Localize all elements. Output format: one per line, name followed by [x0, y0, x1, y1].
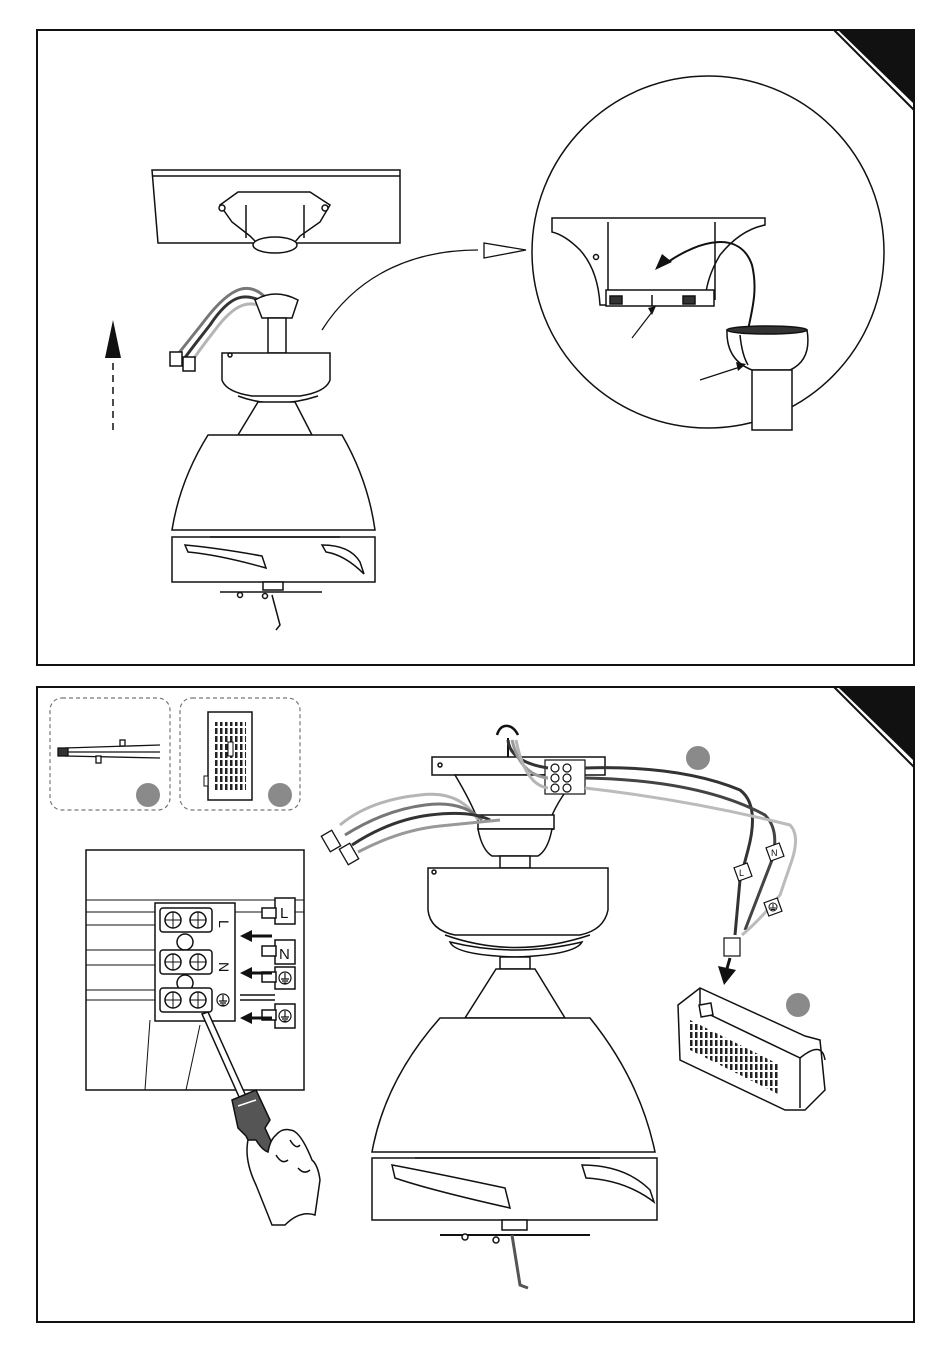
fan-body	[172, 402, 375, 630]
ceiling-mounting-plate	[152, 170, 400, 253]
fan-wiring-assembly: L N	[321, 726, 825, 1288]
step-panel-bottom: L N L N	[37, 687, 914, 1322]
callout-badge	[786, 993, 810, 1017]
step-panel-top	[37, 30, 914, 665]
callout-badge	[136, 783, 160, 807]
tag-n: N	[279, 946, 290, 963]
terminal-block-detail: L N L N	[86, 850, 320, 1225]
hand-icon	[247, 1130, 320, 1225]
tag-n: N	[771, 848, 778, 858]
terminal-label-l: L	[216, 920, 232, 928]
callout-badge	[268, 783, 292, 807]
downrod-assembly	[222, 294, 330, 403]
detail-zoom-circle	[532, 76, 884, 430]
tag-l: L	[739, 868, 744, 878]
callout-badge	[686, 746, 710, 770]
corner-step-tab	[838, 30, 914, 104]
inset-wire-connector	[50, 698, 170, 810]
zoom-pointer-arrow	[322, 250, 478, 330]
tag-l: L	[280, 905, 288, 922]
inset-receiver-box	[180, 698, 300, 810]
corner-step-tab	[838, 687, 914, 761]
terminal-label-n: N	[216, 962, 232, 972]
lift-up-arrow	[105, 320, 121, 430]
